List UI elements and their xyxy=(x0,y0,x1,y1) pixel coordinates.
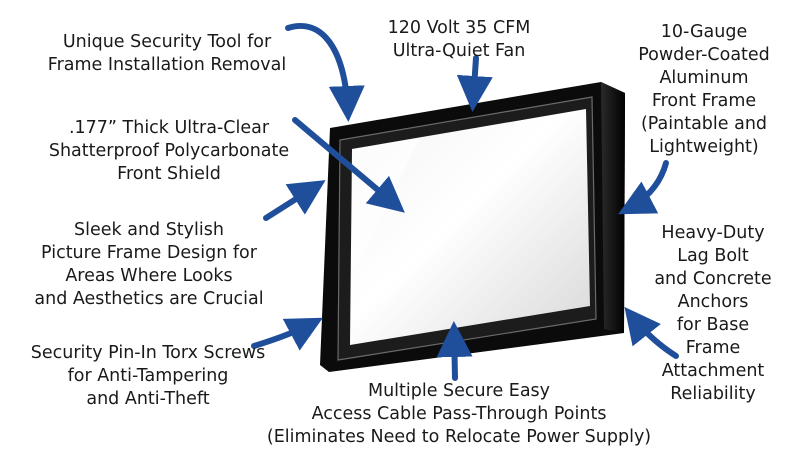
frame-enclosure xyxy=(320,82,625,372)
arrow-torx xyxy=(251,317,323,351)
callout-security-tool: Unique Security Tool for Frame Installat… xyxy=(47,32,287,75)
callout-shield: .177” Thick Ultra-Clear Shatterproof Pol… xyxy=(48,118,290,184)
arrow-cable xyxy=(436,321,473,381)
arrow-security-tool xyxy=(285,23,365,122)
callout-fan: 120 Volt 35 CFM Ultra-Quiet Fan xyxy=(387,18,531,61)
arrow-lag-bolt xyxy=(624,306,679,359)
arrow-fan xyxy=(456,55,493,112)
callout-lag-bolt: Heavy-Duty Lag Bolt and Concrete Anchors… xyxy=(654,223,772,404)
arrow-shield xyxy=(292,117,405,213)
callout-torx: Security Pin-In Torx Screws for Anti-Tam… xyxy=(30,343,266,409)
arrow-design xyxy=(263,180,326,221)
callout-front-frame: 10-Gauge Powder-Coated Aluminum Front Fr… xyxy=(638,22,770,157)
callout-cable: Multiple Secure Easy Access Cable Pass-T… xyxy=(266,381,652,447)
frame-glass xyxy=(350,109,590,345)
callout-design: Sleek and Stylish Picture Frame Design f… xyxy=(34,220,264,309)
arrow-front-frame xyxy=(618,160,669,215)
frame-side xyxy=(601,82,625,333)
